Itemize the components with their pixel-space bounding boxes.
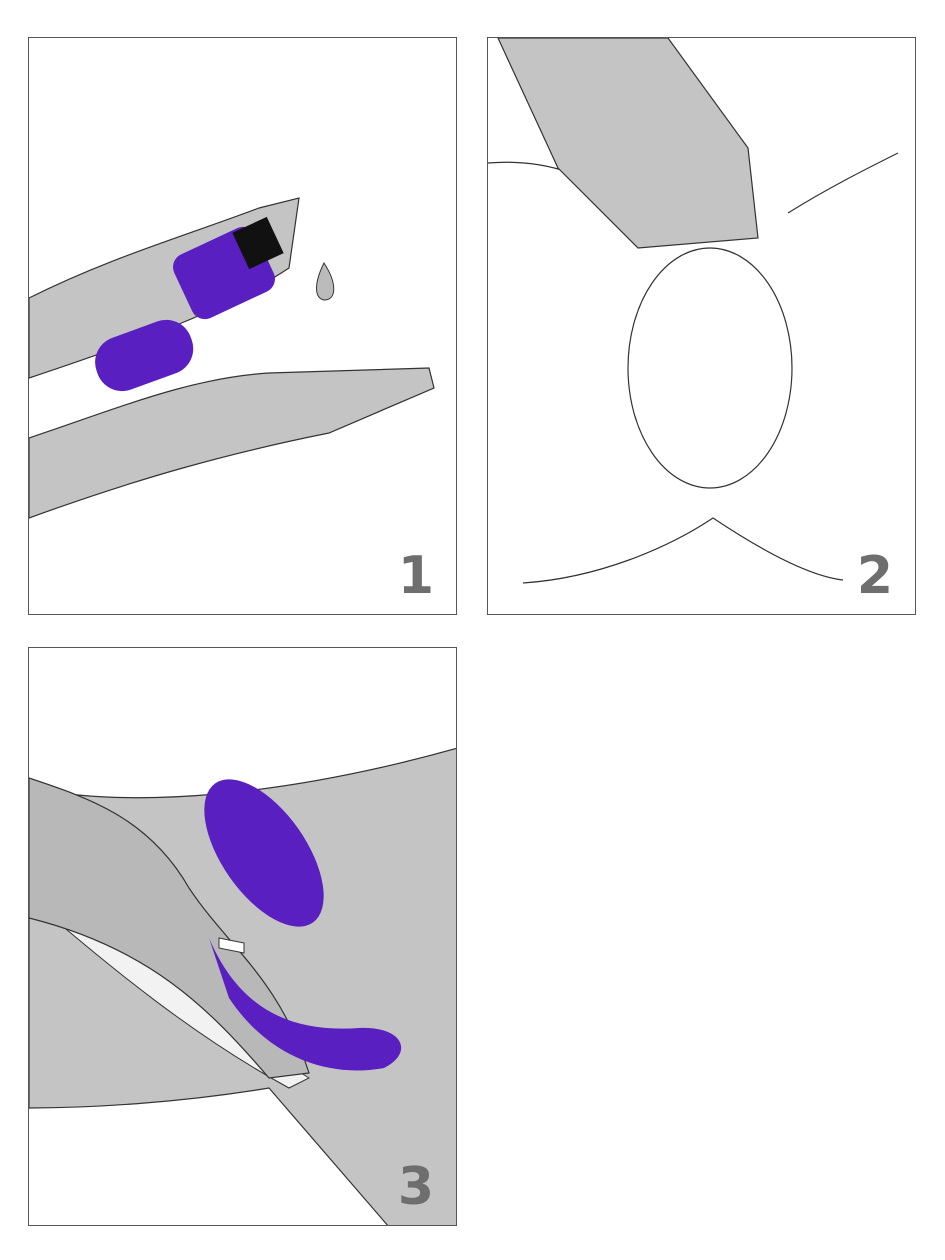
step-3-illustration [29, 747, 456, 1225]
step-1-illustration [29, 197, 435, 519]
step-2-panel: 2 [487, 37, 916, 615]
step-number: 1 [397, 546, 434, 606]
step-1-panel: 1 [28, 37, 457, 615]
step-number: 3 [397, 1157, 434, 1217]
step-2-illustration [488, 38, 899, 584]
step-number: 2 [856, 546, 893, 606]
step-3-panel: 3 [28, 647, 457, 1226]
